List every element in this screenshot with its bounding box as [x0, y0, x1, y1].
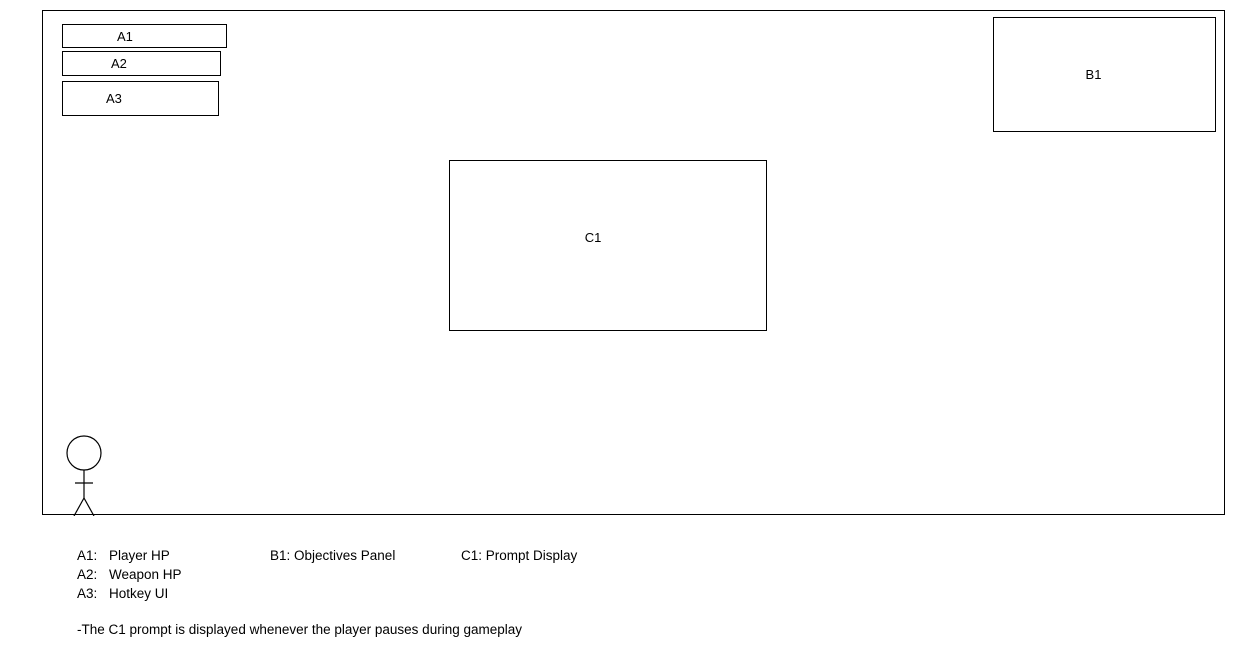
legend-item-a3: A3: Hotkey UI	[77, 584, 182, 603]
game-screen-frame	[42, 10, 1225, 515]
legend-a-group: A1: Player HP A2: Weapon HP A3: Hotkey U…	[77, 546, 182, 603]
prompt-display-box-label: C1	[584, 230, 602, 245]
stick-figure-icon	[66, 435, 102, 516]
weapon-hp-box: A2	[62, 51, 221, 76]
legend-item-b1: B1: Objectives Panel	[270, 548, 396, 563]
legend-item-a1: A1: Player HP	[77, 546, 182, 565]
prompt-display-box: C1	[449, 160, 767, 331]
legend-key: A2:	[77, 567, 98, 582]
legend-value: Player HP	[109, 548, 170, 563]
player-hp-box: A1	[62, 24, 227, 48]
legend-item-c1: C1: Prompt Display	[461, 548, 578, 563]
weapon-hp-box-label: A2	[111, 56, 127, 71]
objectives-panel-box: B1	[993, 17, 1216, 132]
legend-item-a2: A2: Weapon HP	[77, 565, 182, 584]
objectives-panel-box-label: B1	[1085, 67, 1102, 82]
legend-key: A3:	[77, 586, 98, 601]
legend-value: Hotkey UI	[109, 586, 169, 601]
hotkey-ui-box-label: A3	[106, 91, 122, 106]
pause-prompt-note: -The C1 prompt is displayed whenever the…	[77, 622, 522, 637]
legend-value: Weapon HP	[109, 567, 182, 582]
hotkey-ui-box: A3	[62, 81, 219, 116]
legend-key: A1:	[77, 548, 98, 563]
player-hp-box-label: A1	[117, 28, 133, 44]
